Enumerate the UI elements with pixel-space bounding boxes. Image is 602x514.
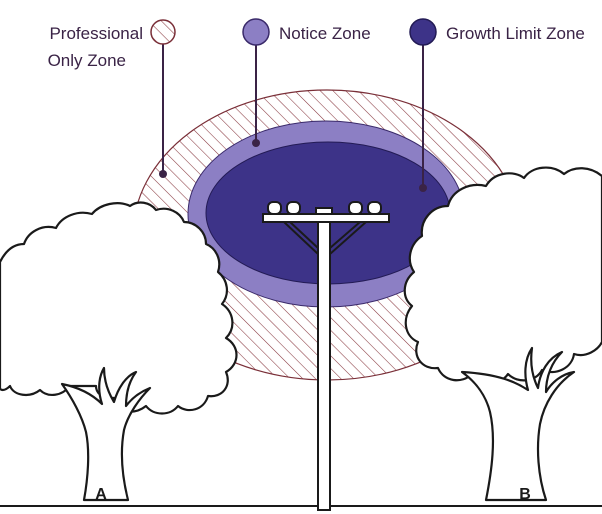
tree-a-canopy: [0, 201, 238, 415]
notice-swatch-icon: [242, 18, 270, 46]
tree-b: [403, 166, 602, 502]
insulator-1: [267, 201, 282, 215]
tree-b-trunk: [460, 346, 576, 502]
pole-crossarm: [262, 213, 390, 223]
insulator-3: [348, 201, 363, 215]
professional-label-line2: Only Zone: [48, 51, 126, 70]
utility-pole: [262, 201, 390, 511]
insulators: [267, 201, 382, 215]
growth-leader-dot: [419, 184, 427, 192]
pole-brace-left-inner: [289, 221, 319, 249]
growth-swatch-icon: [409, 18, 437, 46]
tree-a: [0, 201, 238, 502]
pole-brace-left: [283, 221, 319, 255]
pole-top-cap: [315, 207, 333, 215]
professional-label-line1: Professional: [49, 24, 143, 43]
growth-limit-label: Growth Limit Zone: [446, 24, 585, 43]
notice-leader-dot: [252, 139, 260, 147]
professional-leader-dot: [159, 170, 167, 178]
tree-a-trunk: [60, 366, 152, 502]
tree-b-label: B: [519, 486, 531, 503]
pole-brace-right: [329, 221, 367, 255]
professional-swatch-icon: [150, 19, 176, 45]
pole-brace-right-inner: [329, 221, 361, 249]
pole-shaft: [317, 213, 331, 511]
tree-b-canopy: [403, 166, 602, 385]
insulator-2: [286, 201, 301, 215]
notice-label: Notice Zone: [279, 24, 371, 43]
legend: Professional Only Zone Notice Zone Growt…: [48, 18, 585, 192]
tree-a-label: A: [95, 486, 107, 503]
insulator-4: [367, 201, 382, 215]
